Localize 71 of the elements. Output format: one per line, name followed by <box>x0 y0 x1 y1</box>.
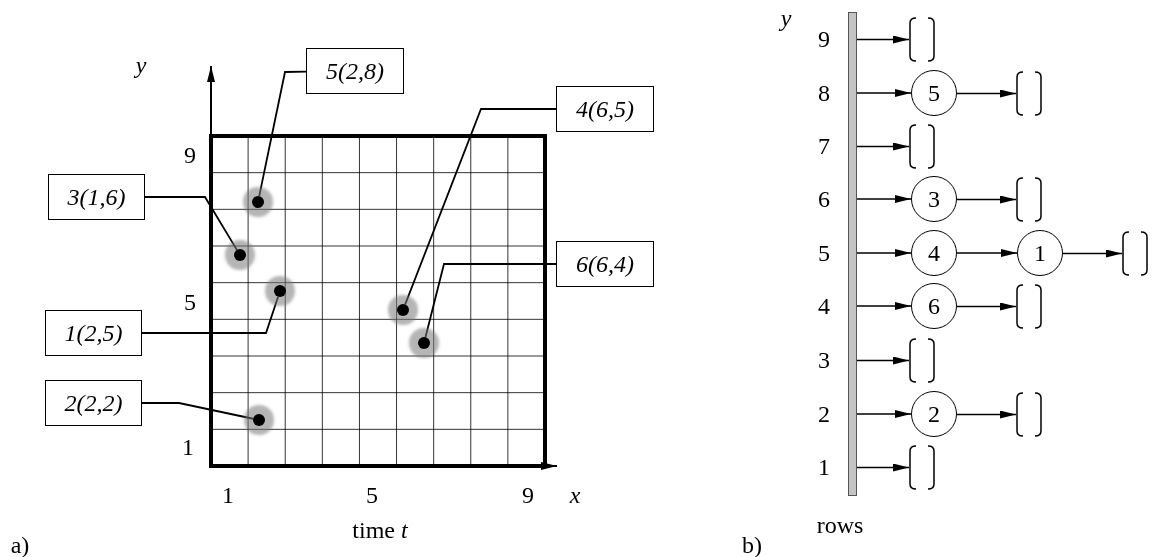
arrow <box>956 89 1017 98</box>
row-number: 8 <box>818 79 830 107</box>
circle-node: 1 <box>1017 230 1063 276</box>
empty-bracket <box>909 124 935 169</box>
arrow <box>856 142 910 151</box>
label-box: 3(1,6) <box>48 174 145 220</box>
label-box: 1(2,5) <box>45 310 142 356</box>
label-box: 2(2,2) <box>45 380 142 426</box>
empty-bracket <box>909 17 935 62</box>
arrow <box>856 410 912 418</box>
empty-bracket <box>1016 284 1042 329</box>
label-box: 4(6,5) <box>556 86 654 132</box>
arrow <box>1062 249 1123 258</box>
circle-node: 3 <box>911 176 957 222</box>
row-number: 5 <box>818 239 830 267</box>
circle-node: 2 <box>911 391 957 437</box>
empty-bracket <box>909 445 935 490</box>
arrow <box>956 195 1017 204</box>
row-number: 2 <box>818 400 830 428</box>
leader-line <box>141 402 255 420</box>
circle-node: 6 <box>911 283 957 329</box>
row-number: 4 <box>818 292 830 320</box>
axis-label: y <box>780 4 792 32</box>
arrow <box>956 302 1017 311</box>
leader-line <box>424 263 557 339</box>
empty-bracket <box>1016 177 1042 222</box>
row-number: 3 <box>818 346 830 374</box>
leader-line <box>258 70 307 198</box>
leader-line <box>141 295 279 334</box>
panel-label: a) <box>10 531 30 557</box>
leader-line <box>404 108 557 306</box>
row-number: 1 <box>818 453 830 481</box>
tick-label: 5 <box>366 481 378 509</box>
arrow <box>856 35 910 44</box>
data-point <box>252 196 264 208</box>
row-number: 6 <box>818 185 830 213</box>
tick-label: 5 <box>184 288 196 316</box>
arrow <box>956 410 1017 419</box>
leader-line <box>144 196 238 251</box>
empty-bracket <box>1122 231 1148 276</box>
data-point <box>397 304 409 316</box>
arrow <box>856 89 912 97</box>
axis-title: rows <box>816 511 864 539</box>
row-number: 7 <box>818 132 830 160</box>
empty-bracket <box>1016 71 1042 116</box>
data-point <box>234 249 246 261</box>
data-point <box>418 337 430 349</box>
tick-label: 9 <box>522 481 534 509</box>
row-number: 9 <box>818 25 830 53</box>
panel-label: b) <box>742 531 762 557</box>
data-point <box>274 285 286 297</box>
axis-label: x <box>569 481 581 509</box>
circle-node: 4 <box>911 230 957 276</box>
tick-label: 1 <box>222 481 234 509</box>
circle-node: 5 <box>911 70 957 116</box>
empty-bracket <box>909 338 935 383</box>
tick-label: 9 <box>184 141 196 169</box>
empty-bracket <box>1016 392 1042 437</box>
label-box: 5(2,8) <box>306 48 404 94</box>
vertical-bar <box>848 12 857 496</box>
arrow <box>856 463 910 472</box>
arrow <box>856 195 912 203</box>
axis-title: time t <box>352 516 408 544</box>
data-point <box>253 414 265 426</box>
arrow <box>856 249 912 257</box>
axis-label: y <box>135 51 147 79</box>
arrow <box>956 249 1018 257</box>
arrow <box>856 356 910 365</box>
label-box: 6(6,4) <box>556 241 654 287</box>
tick-label: 1 <box>182 433 194 461</box>
arrow <box>856 302 912 310</box>
